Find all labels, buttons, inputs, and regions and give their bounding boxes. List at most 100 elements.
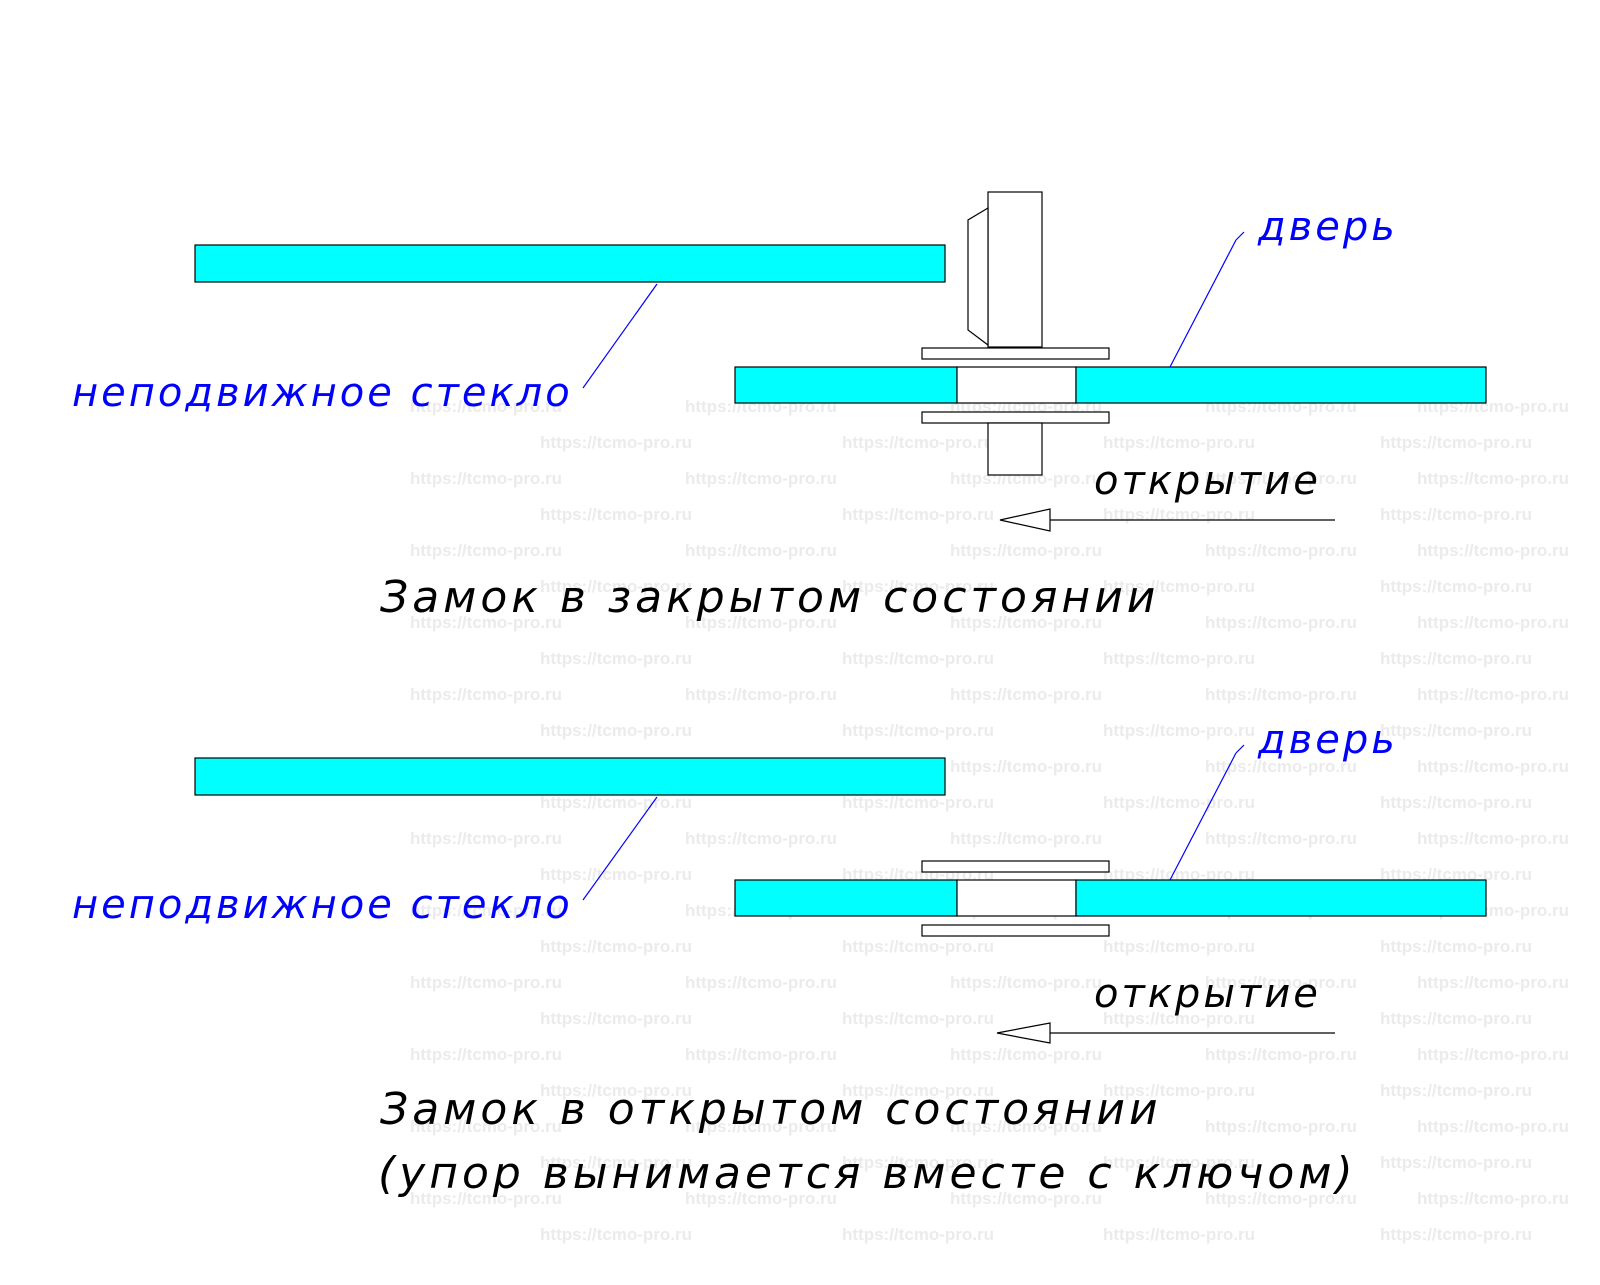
watermark-text: https://tcmo-pro.ru bbox=[540, 721, 692, 740]
watermark-text: https://tcmo-pro.ru bbox=[410, 613, 562, 632]
watermark-text: https://tcmo-pro.ru bbox=[950, 541, 1102, 560]
leader-fixed-glass bbox=[582, 283, 658, 389]
watermark-text: https://tcmo-pro.ru bbox=[540, 649, 692, 668]
watermark-text: https://tcmo-pro.ru bbox=[1205, 973, 1357, 992]
watermark-text: https://tcmo-pro.ru bbox=[1417, 469, 1569, 488]
watermark-text: https://tcmo-pro.ru bbox=[1103, 865, 1255, 884]
watermark-text: https://tcmo-pro.ru bbox=[842, 721, 994, 740]
watermark-text: https://tcmo-pro.ru bbox=[540, 865, 692, 884]
watermark-text: https://tcmo-pro.ru bbox=[950, 1045, 1102, 1064]
watermark-text: https://tcmo-pro.ru bbox=[1380, 1081, 1532, 1100]
watermark-text: https://tcmo-pro.ru bbox=[1417, 1189, 1569, 1208]
watermark-text: https://tcmo-pro.ru bbox=[1103, 505, 1255, 524]
watermark-text: https://tcmo-pro.ru bbox=[540, 577, 692, 596]
watermark-text: https://tcmo-pro.ru bbox=[1380, 1153, 1532, 1172]
watermark-text: https://tcmo-pro.ru bbox=[1103, 793, 1255, 812]
watermark-text: https://tcmo-pro.ru bbox=[685, 829, 837, 848]
fixed-glass-panel bbox=[194, 244, 946, 283]
opening-arrow-head bbox=[999, 508, 1051, 532]
watermark-text: https://tcmo-pro.ru bbox=[950, 613, 1102, 632]
watermark-text: https://tcmo-pro.ru bbox=[950, 1189, 1102, 1208]
watermark-text: https://tcmo-pro.ru bbox=[410, 397, 562, 416]
watermark-text: https://tcmo-pro.ru bbox=[1103, 721, 1255, 740]
watermark-text: https://tcmo-pro.ru bbox=[1205, 685, 1357, 704]
watermark-text: https://tcmo-pro.ru bbox=[1103, 937, 1255, 956]
lock-core bbox=[956, 366, 1077, 404]
watermark-text: https://tcmo-pro.ru bbox=[1417, 685, 1569, 704]
watermark-text: https://tcmo-pro.ru bbox=[842, 937, 994, 956]
watermark-text: https://tcmo-pro.ru bbox=[1205, 829, 1357, 848]
watermark-text: https://tcmo-pro.ru bbox=[540, 1081, 692, 1100]
watermark-text: https://tcmo-pro.ru bbox=[685, 1189, 837, 1208]
lock-core bbox=[956, 879, 1077, 917]
watermark-text: https://tcmo-pro.ru bbox=[1205, 1117, 1357, 1136]
watermark-text: https://tcmo-pro.ru bbox=[410, 685, 562, 704]
door-glass-right bbox=[1075, 366, 1487, 404]
watermark-text: https://tcmo-pro.ru bbox=[1380, 1225, 1532, 1244]
watermark-text: https://tcmo-pro.ru bbox=[540, 937, 692, 956]
watermark-text: https://tcmo-pro.ru bbox=[410, 1117, 562, 1136]
watermark-text: https://tcmo-pro.ru bbox=[950, 829, 1102, 848]
watermark-text: https://tcmo-pro.ru bbox=[1417, 1045, 1569, 1064]
watermark-text: https://tcmo-pro.ru bbox=[1205, 469, 1357, 488]
door-glass-left bbox=[734, 366, 958, 404]
watermark-text: https://tcmo-pro.ru bbox=[1380, 793, 1532, 812]
watermark-text: https://tcmo-pro.ru bbox=[410, 973, 562, 992]
watermark-text: https://tcmo-pro.ru bbox=[1103, 577, 1255, 596]
watermark-text: https://tcmo-pro.ru bbox=[685, 973, 837, 992]
watermark-text: https://tcmo-pro.ru bbox=[1417, 541, 1569, 560]
watermark-text: https://tcmo-pro.ru bbox=[842, 1225, 994, 1244]
watermark-text: https://tcmo-pro.ru bbox=[842, 1081, 994, 1100]
lock-top-plate bbox=[921, 860, 1110, 873]
watermark-text: https://tcmo-pro.ru bbox=[1103, 1153, 1255, 1172]
leader-fixed-glass bbox=[582, 796, 658, 901]
watermark-text: https://tcmo-pro.ru bbox=[842, 1153, 994, 1172]
door-label: дверь bbox=[1257, 204, 1398, 250]
watermark-text: https://tcmo-pro.ru bbox=[1205, 1045, 1357, 1064]
watermark-text: https://tcmo-pro.ru bbox=[540, 1153, 692, 1172]
watermark-text: https://tcmo-pro.ru bbox=[1103, 1009, 1255, 1028]
watermark-text: https://tcmo-pro.ru bbox=[950, 757, 1102, 776]
door-glass-left bbox=[734, 879, 958, 917]
stopper-bar bbox=[987, 191, 1043, 348]
door-glass-right bbox=[1075, 879, 1487, 917]
lock-bottom-plate bbox=[921, 924, 1110, 937]
stopper-cam bbox=[967, 206, 989, 347]
watermark-text: https://tcmo-pro.ru bbox=[950, 685, 1102, 704]
watermark-text: https://tcmo-pro.ru bbox=[842, 433, 994, 452]
lock-bottom-plate bbox=[921, 411, 1110, 424]
caption-closed: Замок в закрытом состоянии bbox=[380, 572, 1159, 623]
watermark-text: https://tcmo-pro.ru bbox=[540, 793, 692, 812]
watermark-text: https://tcmo-pro.ru bbox=[410, 469, 562, 488]
watermark-text: https://tcmo-pro.ru bbox=[842, 1009, 994, 1028]
fixed-glass-label: неподвижное стекло bbox=[72, 882, 573, 928]
caption-open: Замок в открытом состоянии bbox=[380, 1084, 1162, 1135]
fixed-glass-panel bbox=[194, 757, 946, 796]
watermark-text: https://tcmo-pro.ru bbox=[1380, 433, 1532, 452]
watermark-text: https://tcmo-pro.ru bbox=[685, 613, 837, 632]
watermark-text: https://tcmo-pro.ru bbox=[685, 1117, 837, 1136]
watermark-text: https://tcmo-pro.ru bbox=[842, 577, 994, 596]
watermark-text: https://tcmo-pro.ru bbox=[685, 685, 837, 704]
watermark-text: https://tcmo-pro.ru bbox=[842, 793, 994, 812]
watermark-text: https://tcmo-pro.ru bbox=[685, 469, 837, 488]
watermark-text: https://tcmo-pro.ru bbox=[950, 973, 1102, 992]
watermark-text: https://tcmo-pro.ru bbox=[410, 901, 562, 920]
lock-top-plate bbox=[921, 347, 1110, 360]
diagram-closed: неподвижное стекло дверь открытие Замок … bbox=[72, 191, 1487, 623]
watermark-text: https://tcmo-pro.ru bbox=[1103, 1081, 1255, 1100]
watermark-text: https://tcmo-pro.ru bbox=[950, 1117, 1102, 1136]
opening-label: открытие bbox=[1094, 971, 1321, 1017]
watermark-text: https://tcmo-pro.ru bbox=[1103, 649, 1255, 668]
watermark-text: https://tcmo-pro.ru bbox=[1380, 577, 1532, 596]
watermark-text: https://tcmo-pro.ru bbox=[1380, 649, 1532, 668]
watermark-text: https://tcmo-pro.ru bbox=[1380, 505, 1532, 524]
watermark-text: https://tcmo-pro.ru bbox=[1205, 613, 1357, 632]
watermark-text: https://tcmo-pro.ru bbox=[685, 541, 837, 560]
watermark-text: https://tcmo-pro.ru bbox=[685, 1045, 837, 1064]
stopper-lower bbox=[987, 422, 1043, 476]
watermark-text: https://tcmo-pro.ru bbox=[842, 649, 994, 668]
